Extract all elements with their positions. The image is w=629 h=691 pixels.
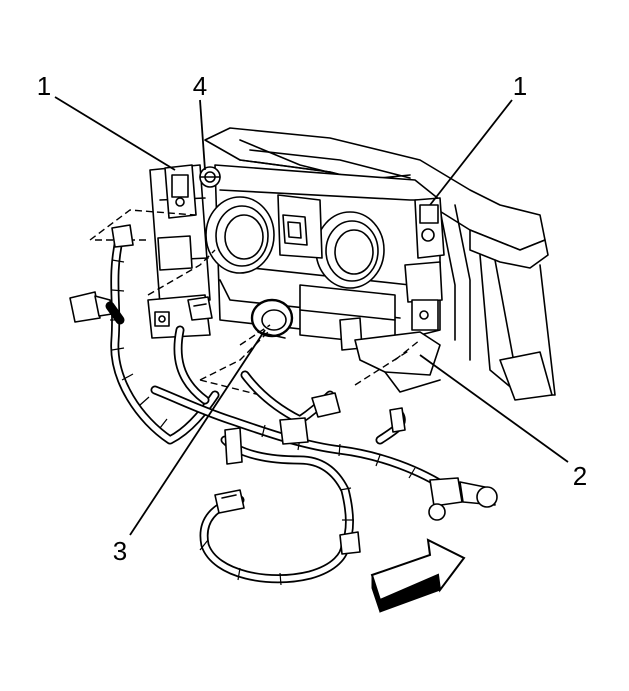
center-bracket: [277, 194, 323, 259]
harness-connectors: [69, 224, 498, 555]
leader-line-4: [199, 99, 206, 171]
callout-1-right: 1: [513, 71, 527, 101]
bolt-fastener: [199, 166, 221, 188]
leader-line-3: [129, 329, 266, 536]
leader-line-1b: [429, 99, 513, 206]
callout-labels: 1 4 1 2 3: [37, 71, 587, 566]
retainer-clip-right: [404, 197, 445, 331]
leader-line-2: [419, 354, 569, 463]
leader-line-1a: [54, 96, 176, 171]
callout-2: 2: [573, 461, 587, 491]
callout-3: 3: [113, 536, 127, 566]
callout-4: 4: [193, 71, 207, 101]
vent-right: [315, 211, 385, 289]
callout-1-left: 1: [37, 71, 51, 101]
direction-arrow-icon: [370, 538, 466, 613]
grommet: [250, 298, 294, 339]
vent-left: [205, 196, 275, 274]
callout-leaders: [54, 96, 569, 536]
retainer-clip-left: [157, 164, 197, 271]
